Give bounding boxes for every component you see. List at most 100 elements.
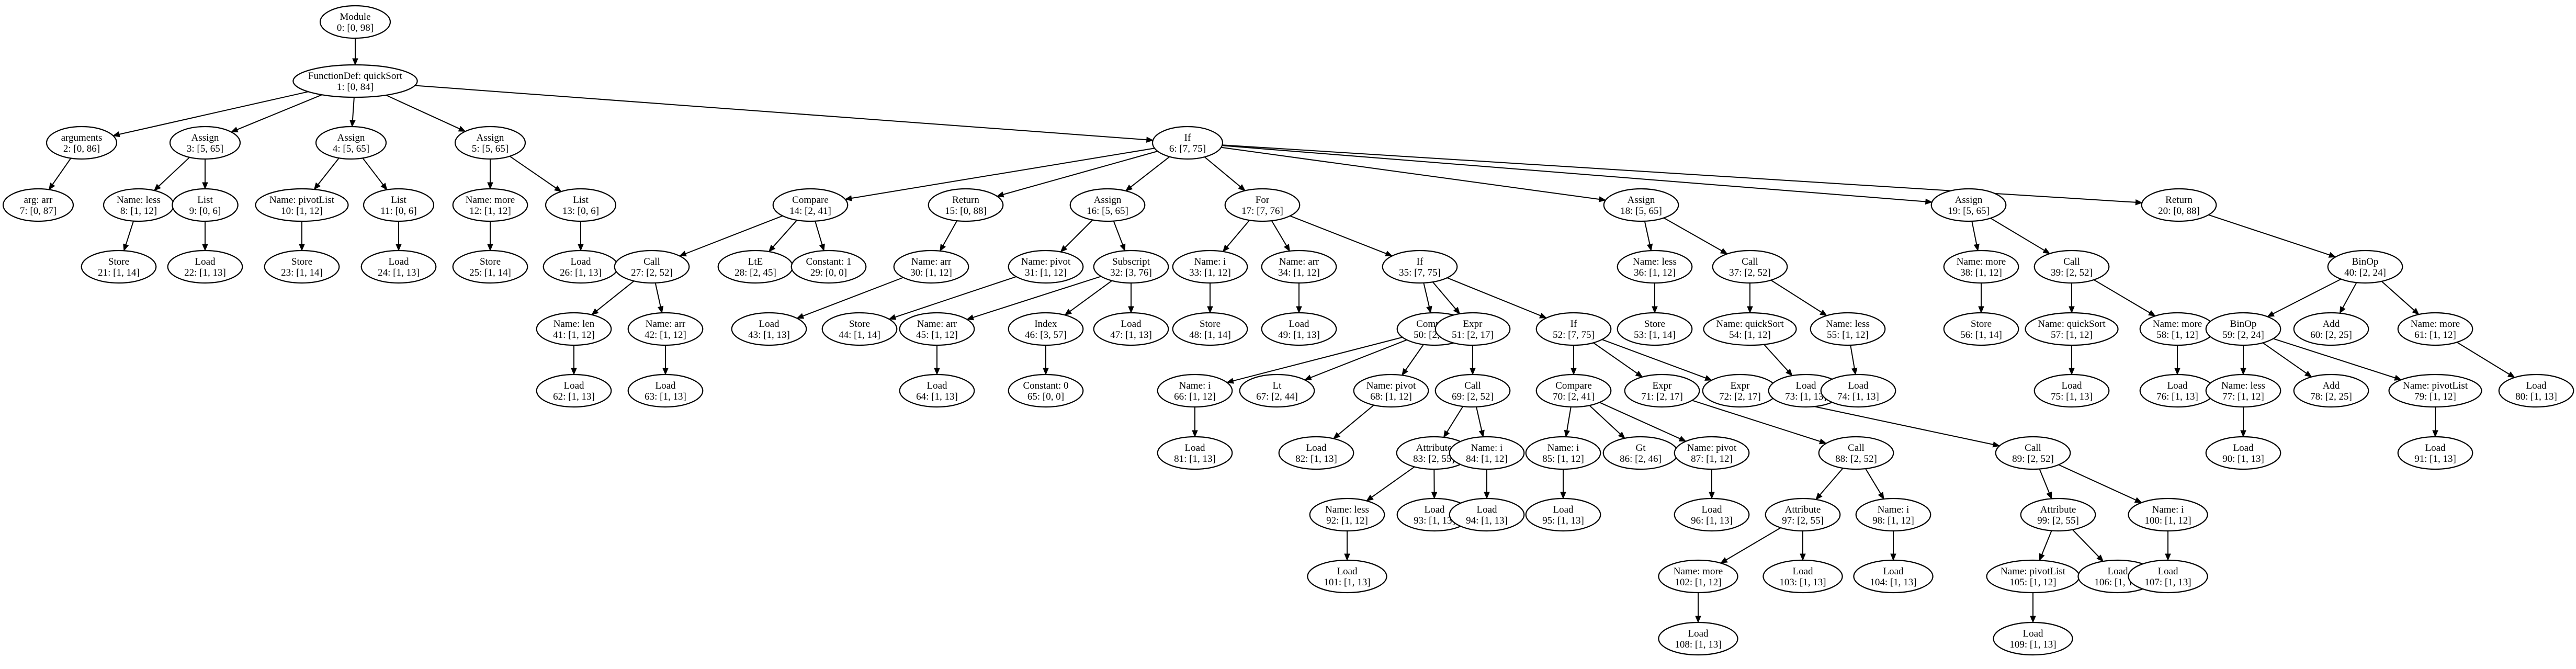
arrowhead-icon [662, 368, 669, 376]
arrowhead-icon [1564, 429, 1570, 438]
edge-58-76 [2174, 345, 2180, 376]
edge-10-23 [299, 221, 305, 252]
arrowhead-icon [1443, 430, 1450, 438]
arrowhead-icon [2240, 430, 2246, 438]
node-ellipse [1535, 312, 1612, 346]
node-span-label: 34: [1, 12] [1278, 267, 1320, 278]
node-type-label: Load [1553, 504, 1574, 515]
edge-16-31 [1060, 219, 1093, 253]
node-type-label: Name: pivotList [2001, 566, 2066, 577]
node-ellipse [1261, 312, 1337, 346]
edge-line [1566, 406, 1572, 431]
node-ellipse [1712, 250, 1788, 284]
edge-line [1222, 145, 1926, 202]
node-ellipse [1525, 497, 1601, 532]
arrowhead-icon [299, 244, 305, 252]
node-span-label: 46: [3, 57] [1025, 330, 1067, 341]
edge-line [851, 148, 1155, 199]
edge-39-58 [2093, 279, 2156, 316]
edge-27-41 [591, 280, 635, 315]
node-ellipse [1239, 373, 1315, 408]
arrowhead-icon [996, 191, 1004, 198]
node-span-label: 54: [1, 12] [1729, 330, 1771, 341]
edge-31-44 [888, 276, 1016, 320]
node-span-label: 109: [1, 13] [2009, 639, 2056, 650]
node-ellipse [536, 373, 612, 408]
arrowhead-icon [1560, 492, 1566, 500]
arrowhead-icon [2412, 308, 2420, 315]
edge-line [1233, 336, 1403, 382]
arrowhead-icon [2339, 306, 2346, 314]
node-span-label: 42: [1, 12] [645, 330, 686, 341]
edge-3-9 [202, 159, 208, 190]
edge-line [1692, 400, 1821, 442]
edge-line [352, 97, 355, 121]
node-span-label: 67: [2, 44] [1256, 391, 1298, 402]
node-ellipse [1930, 188, 2007, 222]
edge-52-72 [1601, 339, 1713, 381]
arrowhead-icon [591, 308, 599, 315]
node-type-label: If [1417, 256, 1423, 267]
node-type-label: Expr [1653, 380, 1673, 391]
edge-line [2093, 279, 2150, 313]
node-ellipse [627, 312, 704, 346]
ast-node-name-i: Name: i66: [1, 12] [1157, 373, 1233, 408]
node-span-label: 91: [1, 13] [2414, 453, 2456, 464]
edge-70-86 [1589, 405, 1625, 439]
edge-15-30 [940, 220, 958, 252]
node-span-label: 93: [1, 13] [1414, 515, 1455, 526]
arrowhead-icon [1890, 553, 1896, 561]
arrowhead-icon [1598, 196, 1607, 202]
arrowhead-icon [1747, 306, 1753, 314]
arrowhead-icon [1333, 432, 1341, 439]
node-span-label: 92: [1, 12] [1326, 515, 1368, 526]
node-type-label: Name: pivotList [269, 195, 335, 206]
node-ellipse [1157, 373, 1233, 408]
node-span-label: 102: [1, 12] [1675, 577, 1721, 588]
node-ellipse [2205, 373, 2281, 408]
node-ellipse [1943, 312, 2019, 346]
node-type-label: Load [195, 256, 216, 267]
edge-79-91 [2432, 407, 2438, 438]
edge-66-81 [1192, 407, 1198, 438]
node-ellipse [255, 188, 349, 222]
arrowhead-icon [1470, 368, 1476, 376]
edge-14-27 [679, 215, 783, 257]
node-type-label: Load [563, 380, 584, 391]
edge-6-20 [1222, 144, 2143, 206]
edge-4-11 [362, 157, 388, 190]
edge-69-83 [1443, 406, 1464, 438]
node-ellipse [1525, 436, 1601, 470]
node-span-label: 6: [7, 75] [1169, 143, 1206, 154]
node-span-label: 95: [1, 13] [1542, 515, 1584, 526]
edge-line [1850, 345, 1855, 369]
arrowhead-icon [1720, 557, 1728, 564]
arrowhead-icon [2328, 252, 2336, 258]
node-span-label: 24: [1, 13] [378, 267, 420, 278]
edge-0-1 [352, 38, 358, 66]
node-ellipse [2397, 436, 2473, 470]
node-type-label: Lt [1273, 380, 1282, 391]
node-ellipse [928, 188, 1004, 222]
node-span-label: 22: [1, 13] [184, 267, 226, 278]
node-span-label: 48: [1, 14] [1189, 330, 1231, 341]
edge-line [2041, 530, 2052, 555]
node-span-label: 8: [1, 12] [120, 206, 157, 217]
node-ellipse [2128, 559, 2208, 594]
node-type-label: If [1184, 132, 1191, 143]
arrowhead-icon [2507, 371, 2515, 378]
edge-39-57 [2069, 283, 2075, 314]
